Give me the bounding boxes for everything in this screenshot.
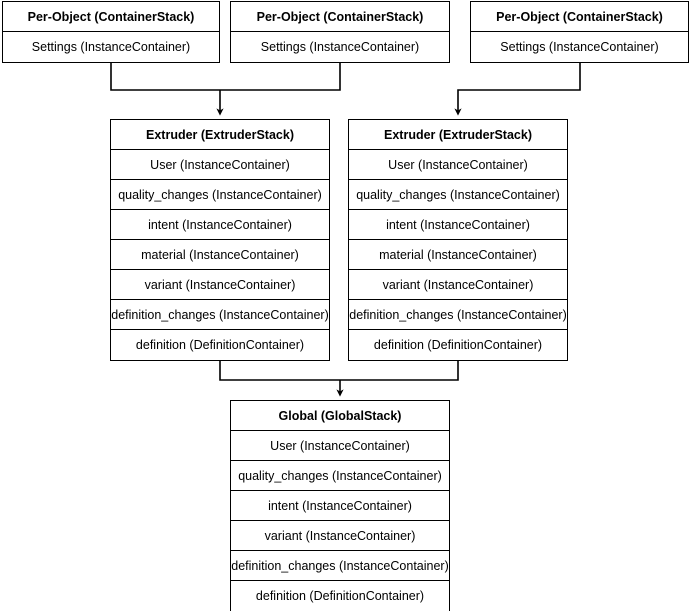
extruder-stack-1[interactable]: Extruder (ExtruderStack) User (InstanceC…	[110, 119, 330, 361]
per-object-stack-1[interactable]: Per-Object (ContainerStack) Settings (In…	[2, 1, 220, 63]
connector-extruder-1-to-global	[219, 361, 340, 381]
extruder-stack-2-row-variant[interactable]: variant (InstanceContainer)	[349, 270, 567, 300]
extruder-stack-1-row-variant[interactable]: variant (InstanceContainer)	[111, 270, 329, 300]
extruder-stack-2[interactable]: Extruder (ExtruderStack) User (InstanceC…	[348, 119, 568, 361]
global-stack-row-variant[interactable]: variant (InstanceContainer)	[231, 521, 449, 551]
extruder-stack-2-row-definition-changes[interactable]: definition_changes (InstanceContainer)	[349, 300, 567, 330]
extruder-stack-1-row-definition-changes[interactable]: definition_changes (InstanceContainer)	[111, 300, 329, 330]
per-object-stack-1-header: Per-Object (ContainerStack)	[3, 2, 219, 32]
per-object-stack-3-row-settings[interactable]: Settings (InstanceContainer)	[471, 32, 688, 62]
global-stack-row-user[interactable]: User (InstanceContainer)	[231, 431, 449, 461]
per-object-stack-1-row-settings[interactable]: Settings (InstanceContainer)	[3, 32, 219, 62]
global-stack-row-definition[interactable]: definition (DefinitionContainer)	[231, 581, 449, 611]
per-object-stack-3-header: Per-Object (ContainerStack)	[471, 2, 688, 32]
global-stack[interactable]: Global (GlobalStack) User (InstanceConta…	[230, 400, 450, 611]
extruder-stack-1-row-intent[interactable]: intent (InstanceContainer)	[111, 210, 329, 240]
global-stack-row-intent[interactable]: intent (InstanceContainer)	[231, 491, 449, 521]
global-stack-row-quality-changes[interactable]: quality_changes (InstanceContainer)	[231, 461, 449, 491]
extruder-stack-1-row-material[interactable]: material (InstanceContainer)	[111, 240, 329, 270]
per-object-stack-2[interactable]: Per-Object (ContainerStack) Settings (In…	[230, 1, 450, 63]
extruder-stack-1-row-definition[interactable]: definition (DefinitionContainer)	[111, 330, 329, 360]
per-object-stack-2-header: Per-Object (ContainerStack)	[231, 2, 449, 32]
extruder-stack-1-row-user[interactable]: User (InstanceContainer)	[111, 150, 329, 180]
extruder-stack-2-header: Extruder (ExtruderStack)	[349, 120, 567, 150]
per-object-stack-3[interactable]: Per-Object (ContainerStack) Settings (In…	[470, 1, 689, 63]
global-stack-row-definition-changes[interactable]: definition_changes (InstanceContainer)	[231, 551, 449, 581]
connector-per-object-3-to-extruder-2	[454, 58, 581, 116]
extruder-stack-2-row-intent[interactable]: intent (InstanceContainer)	[349, 210, 567, 240]
connector-extruder-2-to-global	[340, 361, 459, 381]
extruder-stack-1-header: Extruder (ExtruderStack)	[111, 120, 329, 150]
extruder-stack-2-row-definition[interactable]: definition (DefinitionContainer)	[349, 330, 567, 360]
extruder-stack-2-row-user[interactable]: User (InstanceContainer)	[349, 150, 567, 180]
per-object-stack-2-row-settings[interactable]: Settings (InstanceContainer)	[231, 32, 449, 62]
extruder-stack-2-row-material[interactable]: material (InstanceContainer)	[349, 240, 567, 270]
extruder-stack-1-row-quality-changes[interactable]: quality_changes (InstanceContainer)	[111, 180, 329, 210]
extruder-stack-2-row-quality-changes[interactable]: quality_changes (InstanceContainer)	[349, 180, 567, 210]
global-stack-header: Global (GlobalStack)	[231, 401, 449, 431]
